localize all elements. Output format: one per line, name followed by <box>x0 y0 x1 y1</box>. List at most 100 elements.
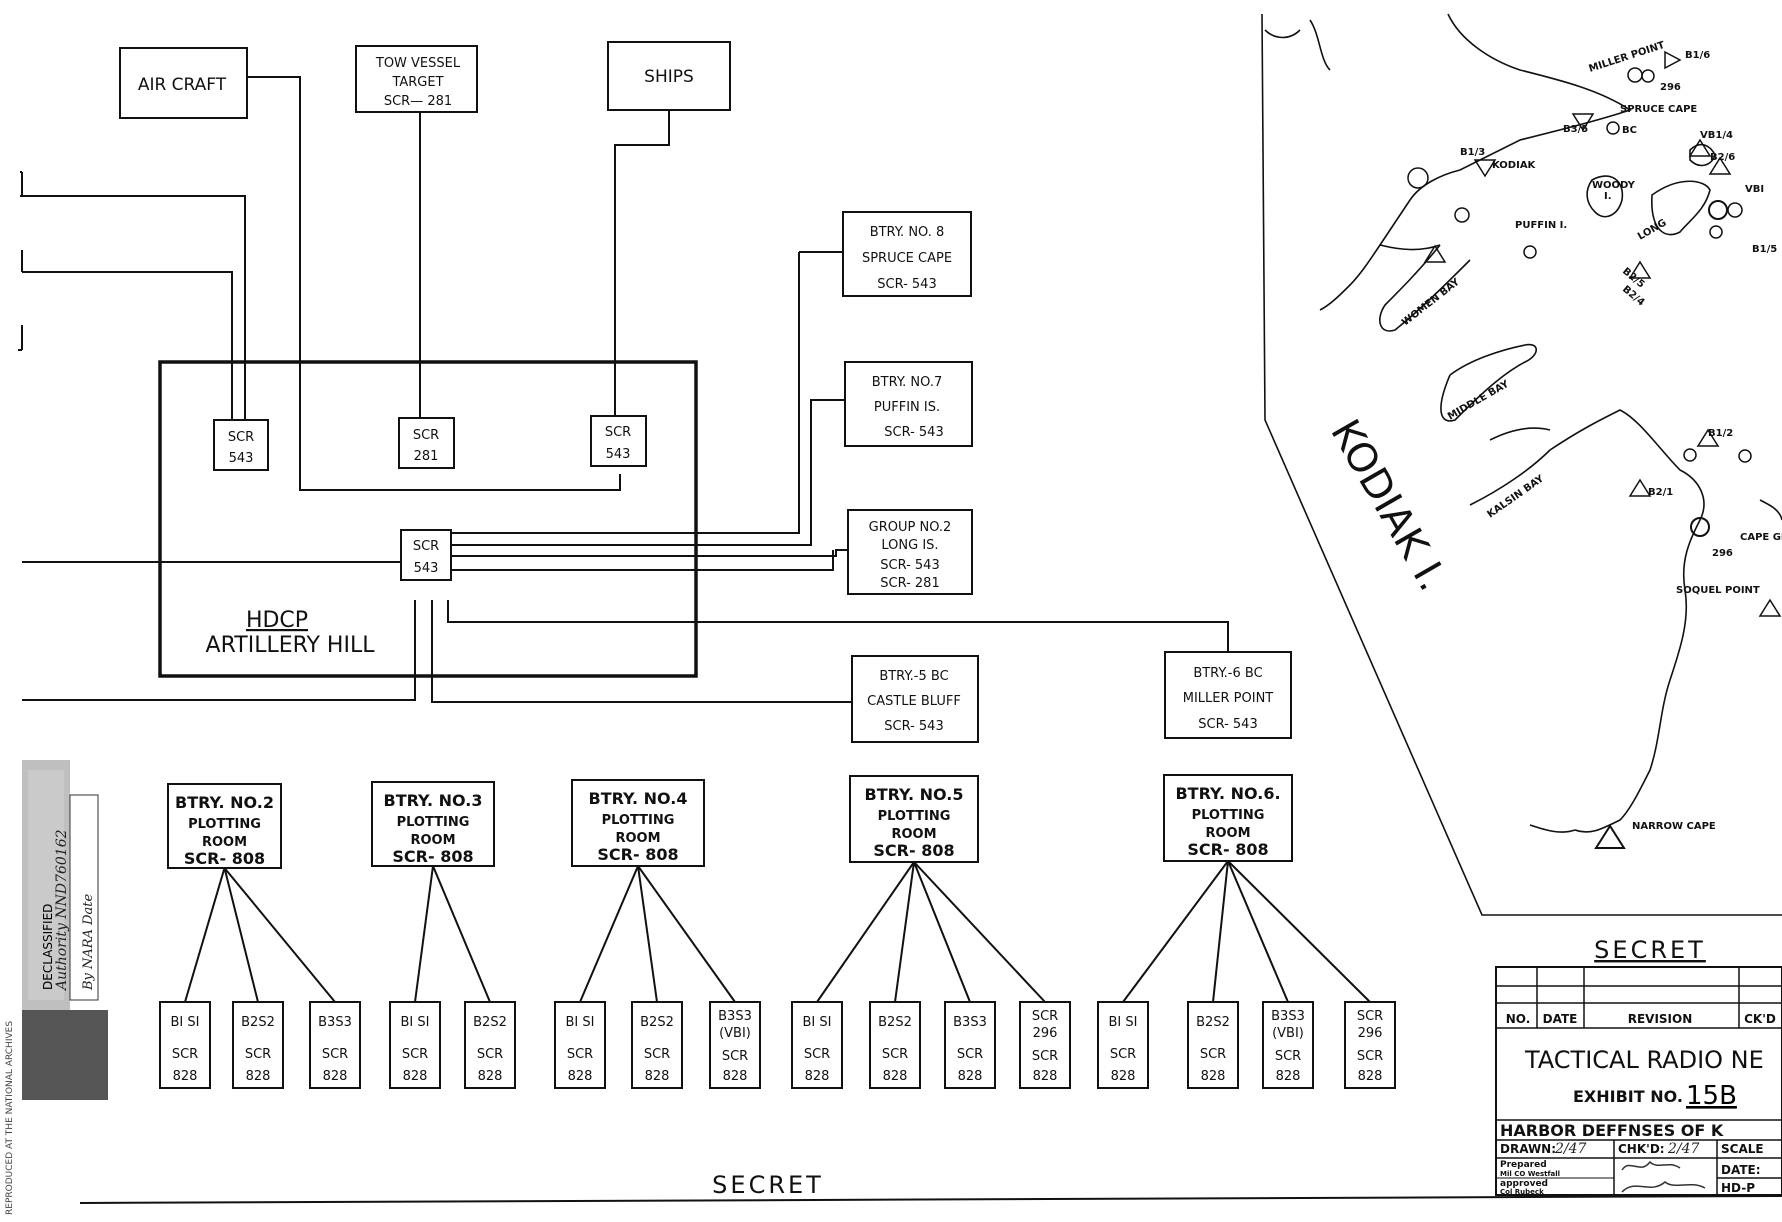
svg-text:SCR- 543: SCR- 543 <box>884 719 943 734</box>
svg-text:SCR: SCR <box>413 539 439 554</box>
sub-station-text: SCR <box>722 1049 748 1064</box>
plotting-room-line: ROOM <box>202 835 247 850</box>
sub-station-text: B3S3 <box>953 1015 987 1030</box>
plotting-room-line: SCR- 808 <box>184 849 265 868</box>
plotting-link <box>913 861 971 1003</box>
plotting-link <box>579 865 639 1003</box>
hdcp-box: HDCP ARTILLERY HILL SCR 543 SCR 281 SCR … <box>158 360 698 678</box>
sub-station-text: SCR <box>322 1047 348 1062</box>
svg-text:B1/5: B1/5 <box>1752 244 1777 255</box>
svg-text:HD-P: HD-P <box>1721 1181 1755 1195</box>
declassified-stamp: DECLASSIFIED Authority NND760162 By NARA… <box>5 760 108 1215</box>
plotting-room-line: BTRY. NO.5 <box>865 785 964 804</box>
sub-station-text: 828 <box>958 1069 983 1084</box>
svg-text:KALSIN BAY: KALSIN BAY <box>1485 473 1546 520</box>
svg-text:B1/6: B1/6 <box>1685 50 1710 61</box>
sub-station-text: 828 <box>323 1069 348 1084</box>
sub-station-text: 828 <box>723 1069 748 1084</box>
svg-text:SOQUEL POINT: SOQUEL POINT <box>1676 585 1760 596</box>
svg-text:Authority NND760162: Authority NND760162 <box>54 829 70 992</box>
sub-station-text: 828 <box>1201 1069 1226 1084</box>
sub-station-text: SCR <box>882 1047 908 1062</box>
svg-text:296: 296 <box>1660 82 1681 93</box>
sub-station-text: SCR <box>477 1047 503 1062</box>
svg-text:REVISION: REVISION <box>1628 1012 1693 1026</box>
title-block-title: TACTICAL RADIO NE <box>1524 1046 1764 1074</box>
plotting-room-line: SCR- 808 <box>392 847 473 866</box>
map-labels: MILLER POINT B1/6 296 SPRUCE CAPE B3/5 B… <box>1400 40 1782 832</box>
map-symbols <box>1407 50 1782 849</box>
hdcp-set-1: SCR 543 <box>213 419 269 471</box>
svg-text:BTRY. NO.7: BTRY. NO.7 <box>872 375 942 390</box>
svg-text:WOMEN BAY: WOMEN BAY <box>1400 276 1462 328</box>
sub-station: BI SI SCR 828 <box>389 1001 441 1089</box>
sub-station-text: 828 <box>883 1069 908 1084</box>
plotting-room-line: PLOTTING <box>878 809 951 824</box>
source-ships: SHIPS <box>607 41 731 111</box>
station-btry-6-bc: BTRY.-6 BC MILLER POINT SCR- 543 <box>1164 651 1292 739</box>
sub-station-text: 296 <box>1358 1026 1383 1041</box>
svg-text:DATE:: DATE: <box>1721 1163 1761 1177</box>
sub-station-text: BI SI <box>1109 1015 1138 1030</box>
svg-text:VBI: VBI <box>1745 184 1764 195</box>
plotting-room-line: PLOTTING <box>188 817 261 832</box>
sub-station-text: B2S2 <box>1196 1015 1230 1030</box>
plotting-room-line: ROOM <box>615 831 660 846</box>
source-tow-vessel: TOW VESSEL TARGET SCR— 281 <box>355 45 478 113</box>
sub-station-text: 828 <box>478 1069 503 1084</box>
sub-station-text: SCR <box>644 1047 670 1062</box>
sub-station-text: BI SI <box>401 1015 430 1030</box>
plotting-link <box>637 865 736 1003</box>
plotting-room-line: SCR- 808 <box>597 845 678 864</box>
ships-label: SHIPS <box>644 67 694 87</box>
prepared-signature <box>1621 1160 1681 1171</box>
tow-vessel-line-1: TOW VESSEL <box>375 56 461 71</box>
svg-text:B2/6: B2/6 <box>1710 152 1735 163</box>
svg-text:DRAWN:: DRAWN: <box>1500 1142 1556 1156</box>
svg-text:GROUP NO.2: GROUP NO.2 <box>869 520 952 535</box>
plotting-link <box>637 865 658 1003</box>
plotting-link <box>223 867 259 1003</box>
svg-text:SCALE: SCALE <box>1721 1142 1764 1156</box>
svg-text:BTRY.-5 BC: BTRY.-5 BC <box>879 669 948 684</box>
plotting-link <box>894 861 915 1003</box>
sub-station-text: 828 <box>403 1069 428 1084</box>
svg-text:KODIAK: KODIAK <box>1492 160 1537 171</box>
sub-station-text: SCR <box>245 1047 271 1062</box>
svg-text:SCR- 543: SCR- 543 <box>877 277 936 292</box>
sub-station-text: (VBI) <box>1272 1026 1304 1041</box>
sub-station-text: 828 <box>568 1069 593 1084</box>
plotting-room-line: BTRY. NO.4 <box>589 789 688 808</box>
plotting-room-line: SCR- 808 <box>873 841 954 860</box>
svg-text:SCR: SCR <box>228 430 254 445</box>
sub-station-text: SCR <box>402 1047 428 1062</box>
svg-text:DECLASSIFIED: DECLASSIFIED <box>41 904 55 990</box>
svg-text:SCR: SCR <box>413 428 439 443</box>
svg-text:Prepared: Prepared <box>1500 1160 1547 1170</box>
exhibit-number: 15B <box>1686 1081 1737 1111</box>
archive-side-text: REPRODUCED AT THE NATIONAL ARCHIVES <box>5 1021 15 1215</box>
sub-station-text: SCR <box>1032 1049 1058 1064</box>
island-name: KODIAK I. <box>1321 412 1455 599</box>
tow-vessel-line-2: TARGET <box>391 75 443 90</box>
plotting-room-line: PLOTTING <box>397 815 470 830</box>
plotting-room-line: PLOTTING <box>1192 808 1265 823</box>
sub-station-text: SCR <box>1200 1047 1226 1062</box>
sub-station-text: B3S3 <box>318 1015 352 1030</box>
hdcp-set-3: SCR 543 <box>590 415 647 467</box>
sub-station-text: B2S2 <box>473 1015 507 1030</box>
svg-text:CHK'D:: CHK'D: <box>1618 1142 1665 1156</box>
svg-text:BTRY.-6 BC: BTRY.-6 BC <box>1193 666 1262 681</box>
